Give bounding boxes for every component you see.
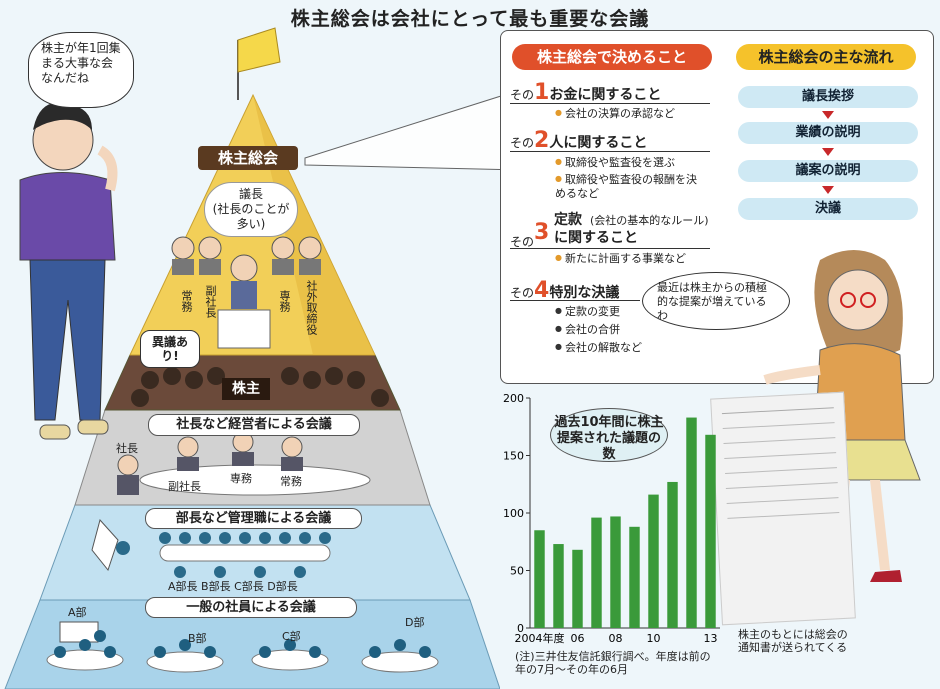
manager-meeting-label: 部長など管理職による会議 <box>145 508 362 529</box>
flow-arrow-icon <box>822 186 834 194</box>
flow-arrow-icon <box>822 148 834 156</box>
notice-document <box>710 391 856 626</box>
bar <box>553 544 564 628</box>
dept-c-label: C部 <box>282 630 301 643</box>
chair-label: 議長 (社長のことが多い) <box>204 182 298 237</box>
notice-caption: 株主のもとには総会の通知書が送られてくる <box>738 628 848 654</box>
bar <box>667 481 678 628</box>
dept-b-label: B部 <box>188 632 207 645</box>
x-tick-label: 13 <box>704 632 718 645</box>
decide-header: 株主総会で決めること <box>512 44 712 70</box>
exec-label-senmu: 専務 <box>278 290 291 312</box>
flow-arrow-icon <box>822 111 834 119</box>
band2-person-senmu: 専務 <box>230 472 252 485</box>
flow-step-2: 業績の説明 <box>738 122 918 144</box>
bar <box>686 417 697 628</box>
x-tick-label: 06 <box>571 632 585 645</box>
page-title: 株主総会は会社にとって最も重要な会議 <box>290 8 650 30</box>
decide-item-2-bullet-1: 取締役や監査役を選ぶ <box>555 155 675 170</box>
flow-header: 株主総会の主な流れ <box>736 44 916 70</box>
decide-item-3-bullet-1: 新たに計画する事業など <box>555 251 686 266</box>
decide-item-1-bullet-1: 会社の決算の承認など <box>555 106 675 121</box>
bar <box>591 517 602 628</box>
decide-item-4-bullet-1: 定款の変更 <box>555 304 620 319</box>
bar <box>705 434 716 628</box>
bar <box>648 494 659 628</box>
band2-person-jomu: 常務 <box>280 475 302 488</box>
y-tick-label: 200 <box>503 392 524 405</box>
bar <box>534 530 545 628</box>
flow-step-1: 議長挨拶 <box>738 86 918 108</box>
decide-item-4: その4特別な決議 <box>510 278 620 303</box>
x-tick-label: 08 <box>609 632 623 645</box>
band2-person-vp: 副社長 <box>168 480 201 493</box>
y-tick-label: 150 <box>503 450 524 463</box>
exec-label-outside-director: 社外取締役 <box>305 280 318 335</box>
bar <box>610 516 621 628</box>
chart-note: (注)三井住友信託銀行調べ。年度は前の年の7月〜その年の6月 <box>515 650 711 676</box>
x-tick-label: 10 <box>647 632 661 645</box>
divider <box>510 248 710 249</box>
chart-title: 過去10年間に株主提案された議題の数 <box>550 408 668 462</box>
pyramid-illustration <box>4 27 500 689</box>
decide-item-2-bullet-2: 取締役や監査役の報酬を決めるなど <box>555 172 705 201</box>
decide-item-4-bullet-3: 会社の解散など <box>555 340 642 355</box>
divider <box>510 151 710 152</box>
decide-item-1: その1お金に関すること <box>510 80 662 105</box>
objection-bubble: 異議あり! <box>140 330 200 368</box>
x-tick-label: 2004年度 <box>515 631 565 645</box>
bar-chart: 0 50 100 150 200 2004年度 06 08 10 13 <box>503 392 720 645</box>
divider <box>510 300 640 301</box>
exec-label-jomu: 常務 <box>180 290 193 312</box>
exec-label-fukushacho: 副社長 <box>204 285 217 318</box>
shareholders-meeting-label: 株主総会 <box>198 146 298 170</box>
y-tick-label: 0 <box>517 622 524 635</box>
decide-item-4-bullet-2: 会社の合併 <box>555 322 620 337</box>
executive-meeting-label: 社長など経営者による会議 <box>148 414 360 436</box>
bar <box>572 549 583 628</box>
band3-people-labels: A部長 B部長 C部長 D部長 <box>168 580 298 593</box>
flow-step-3: 議案の説明 <box>738 160 918 182</box>
woman-speech-bubble: 最近は株主からの積極的な提案が増えているわ <box>642 272 790 330</box>
dept-d-label: D部 <box>405 616 425 629</box>
boy-speech-bubble: 株主が年1回集まる大事な会なんだね <box>28 32 134 108</box>
flow-step-4: 決議 <box>738 198 918 220</box>
band2-person-president: 社長 <box>116 442 138 455</box>
dept-a-label: A部 <box>68 606 87 619</box>
employee-meeting-label: 一般の社員による会議 <box>145 597 357 618</box>
divider <box>510 103 710 104</box>
y-tick-label: 50 <box>510 565 524 578</box>
decide-item-2: その2人に関すること <box>510 128 648 153</box>
y-tick-label: 100 <box>503 507 524 520</box>
bar <box>629 526 640 628</box>
shareholders-label: 株主 <box>222 378 270 400</box>
